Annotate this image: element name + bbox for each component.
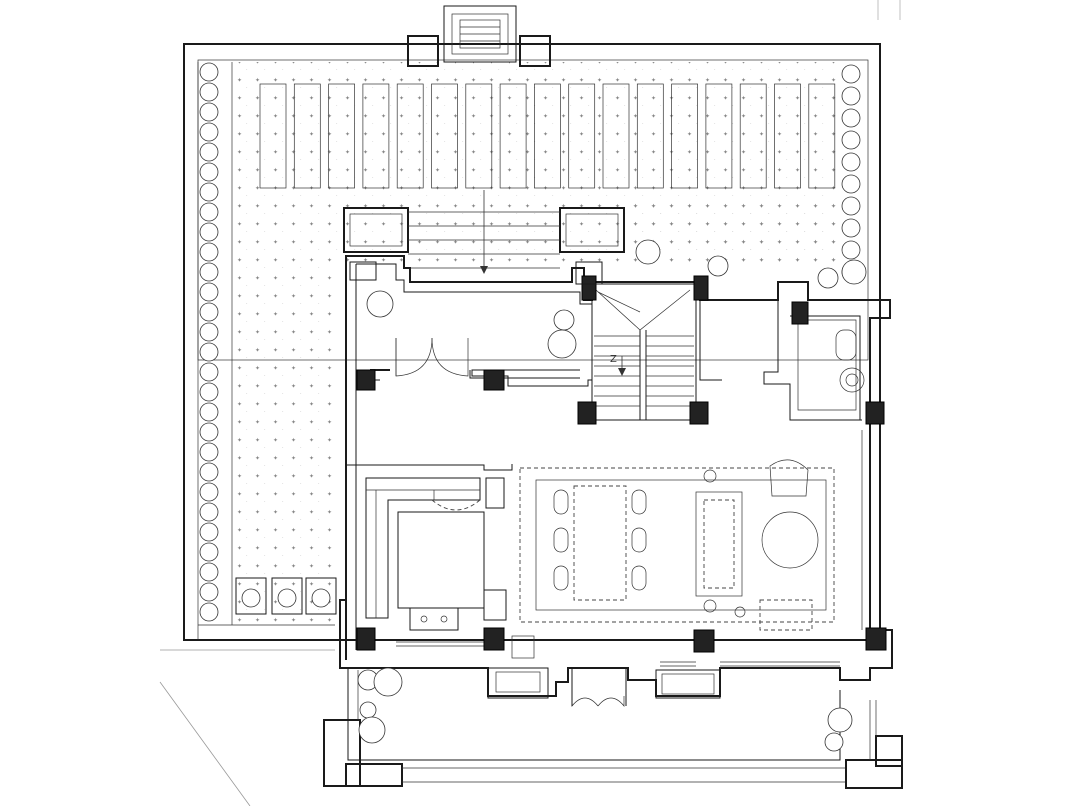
solar-panel: [671, 83, 698, 189]
shrub: [199, 142, 219, 162]
planter-right: [841, 64, 861, 282]
solar-panel: [431, 83, 458, 189]
solar-panel: [396, 83, 424, 189]
staircase: Z: [591, 283, 697, 421]
shrub: [841, 174, 861, 194]
shrub: [199, 302, 219, 322]
solar-panel: [259, 83, 287, 189]
shrub: [841, 86, 861, 106]
shrub: [199, 522, 219, 542]
planter-boxes: [235, 577, 337, 615]
solar-panel: [808, 83, 836, 189]
shrub: [199, 102, 219, 122]
solar-panel: [705, 83, 733, 189]
shrub: [841, 218, 861, 238]
living-area: [519, 430, 863, 631]
shrub: [199, 422, 219, 442]
kitchen: [346, 464, 535, 659]
shrub: [841, 130, 861, 150]
shrub: [199, 122, 219, 142]
shrub: [199, 202, 219, 222]
shrub: [199, 462, 219, 482]
columns: [349, 261, 887, 653]
shrub: [841, 152, 861, 172]
solar-panel: [465, 83, 493, 189]
shrub: [199, 442, 219, 462]
solar-panel: [636, 83, 664, 189]
solar-panels: [259, 83, 836, 189]
shrub: [841, 108, 861, 128]
shrub: [199, 222, 219, 242]
roof-terrace: [183, 43, 881, 641]
shrub: [199, 502, 219, 522]
shrub: [199, 482, 219, 502]
indoor-plants: [357, 239, 867, 752]
solar-panel: [499, 83, 527, 189]
shrub: [841, 196, 861, 216]
shrub: [199, 262, 219, 282]
shrub: [199, 362, 219, 382]
building-walls: [323, 190, 903, 789]
solar-panel: [602, 83, 630, 189]
property-lines: [159, 0, 901, 806]
shrub: [841, 64, 861, 84]
shrub: [199, 582, 219, 602]
shrub: [199, 82, 219, 102]
shrub: [199, 322, 219, 342]
solar-panel: [568, 83, 596, 189]
shrub: [199, 162, 219, 182]
shrub: [199, 182, 219, 202]
shrub: [199, 542, 219, 562]
solar-panel: [293, 83, 321, 189]
shrub: [199, 402, 219, 422]
bathroom: [835, 329, 865, 393]
solar-panel: [534, 83, 561, 189]
shrub: [199, 242, 219, 262]
shrub: [199, 562, 219, 582]
shrub: [199, 282, 219, 302]
shrub: [199, 382, 219, 402]
solar-panel: [774, 83, 801, 189]
shrub: [841, 240, 861, 260]
shrub: [199, 62, 219, 82]
stair-label: Z: [610, 354, 617, 365]
planter-left: [199, 62, 219, 622]
shrub: [199, 342, 219, 362]
solar-panel: [739, 83, 767, 189]
shrub: [199, 602, 219, 622]
roof-vent: [407, 5, 551, 67]
solar-panel: [362, 83, 390, 189]
solar-panel: [328, 83, 355, 189]
